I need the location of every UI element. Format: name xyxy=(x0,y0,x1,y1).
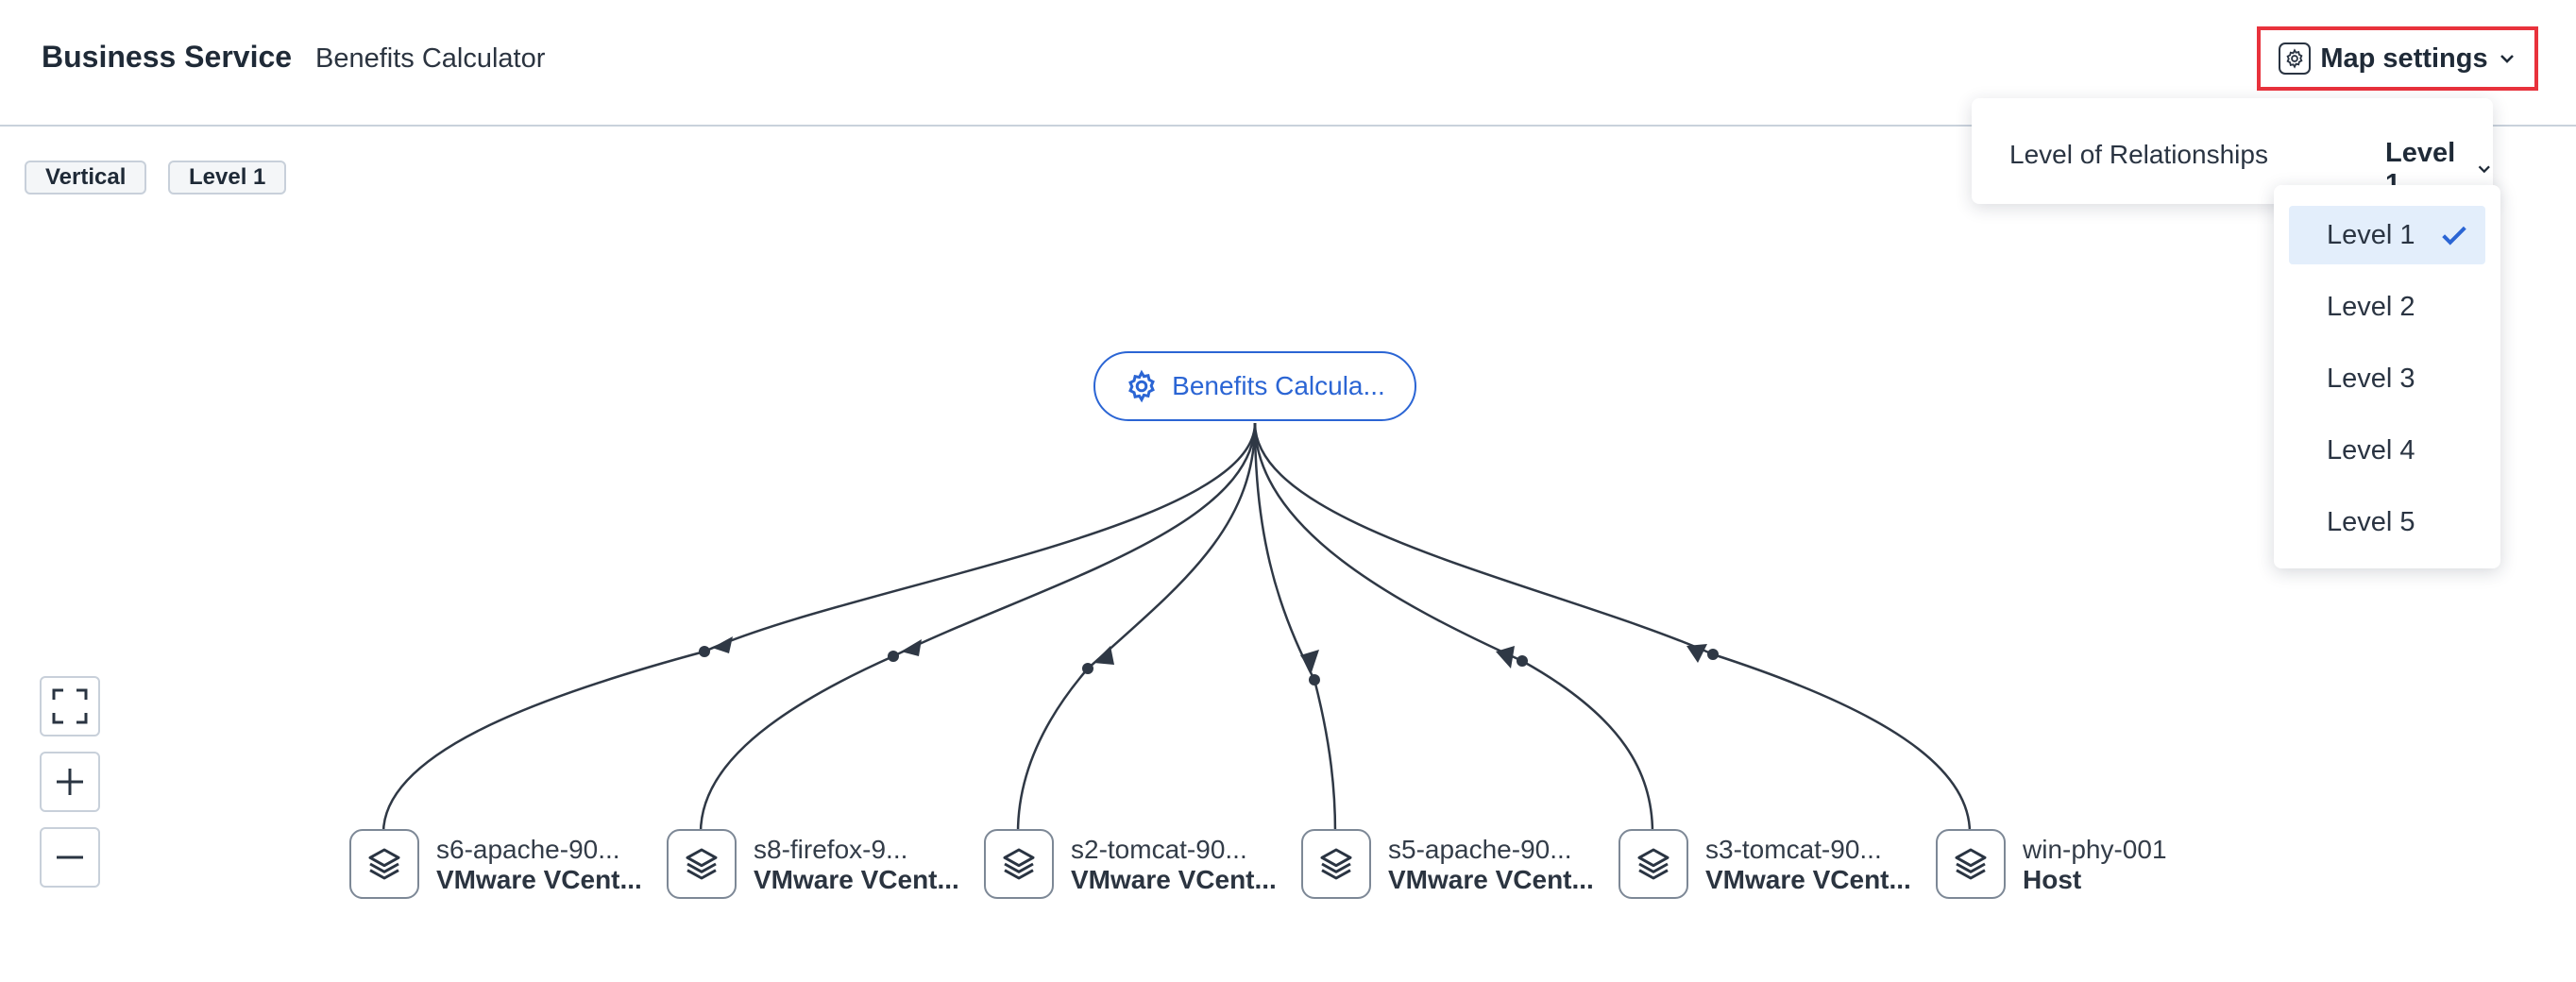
level-option-label: Level 3 xyxy=(2327,363,2415,394)
relationship-level-select[interactable]: Level 1 xyxy=(2385,138,2493,200)
node-type: VMware VCent... xyxy=(436,865,642,894)
node-type: VMware VCent... xyxy=(1071,865,1277,894)
fit-to-screen-button[interactable] xyxy=(40,676,100,736)
node-name[interactable]: s6-apache-90... xyxy=(436,835,620,864)
root-node-label: Benefits Calcula... xyxy=(1172,371,1385,400)
level-option[interactable]: Level 1 xyxy=(2289,206,2485,264)
node-type: VMware VCent... xyxy=(1705,865,1911,894)
layers-icon[interactable] xyxy=(1301,829,1371,899)
layers-icon[interactable] xyxy=(1936,829,2006,899)
page-title: Business Service xyxy=(42,40,293,74)
gear-icon xyxy=(1128,369,1156,403)
level-option-label: Level 5 xyxy=(2327,506,2415,537)
chevron-down-icon xyxy=(2500,55,2514,63)
zoom-out-icon xyxy=(57,855,83,859)
check-icon xyxy=(2442,226,2466,246)
map-settings-panel: Level of Relationships Level 1 xyxy=(1972,98,2493,204)
layers-icon[interactable] xyxy=(1618,829,1688,899)
level-option-label: Level 1 xyxy=(2327,219,2415,250)
relationship-level-value: Level 1 xyxy=(2385,138,2456,199)
map-settings-label: Map settings xyxy=(2320,42,2488,74)
page-header: Business Service Benefits Calculator Map… xyxy=(0,0,2576,127)
map-settings-button[interactable]: Map settings xyxy=(2257,26,2538,91)
zoom-in-button[interactable] xyxy=(40,752,100,812)
zoom-out-button[interactable] xyxy=(40,827,100,888)
level-dropdown-menu: Level 1 Level 2 Level 3 Level 4 Level 5 xyxy=(2274,185,2500,568)
service-name: Benefits Calculator xyxy=(315,43,546,74)
level-option-label: Level 2 xyxy=(2327,291,2415,322)
node-name[interactable]: s3-tomcat-90... xyxy=(1705,835,1882,864)
level-option[interactable]: Level 4 xyxy=(2289,421,2485,480)
node-name[interactable]: s5-apache-90... xyxy=(1388,835,1572,864)
layers-icon[interactable] xyxy=(667,829,737,899)
level-option[interactable]: Level 3 xyxy=(2289,349,2485,408)
level-option-label: Level 4 xyxy=(2327,434,2415,466)
level-chip: Level 1 xyxy=(168,161,287,195)
layers-icon[interactable] xyxy=(984,829,1054,899)
layout-chip: Vertical xyxy=(25,161,147,195)
zoom-in-icon xyxy=(57,769,83,795)
node-type: VMware VCent... xyxy=(754,865,959,894)
gear-icon xyxy=(2279,42,2312,75)
level-option[interactable]: Level 2 xyxy=(2289,278,2485,336)
node-name[interactable]: s2-tomcat-90... xyxy=(1071,835,1247,864)
fit-to-screen-icon xyxy=(52,688,88,724)
chevron-down-icon xyxy=(2479,165,2491,174)
node-name[interactable]: win-phy-001 xyxy=(2023,835,2167,864)
level-option[interactable]: Level 5 xyxy=(2289,493,2485,551)
node-name[interactable]: s8-firefox-9... xyxy=(754,835,908,864)
root-node-benefits-calculator[interactable]: Benefits Calcula... xyxy=(1093,351,1416,421)
relationship-level-label: Level of Relationships xyxy=(2009,140,2268,169)
layers-icon[interactable] xyxy=(349,829,419,899)
node-type: VMware VCent... xyxy=(1388,865,1594,894)
node-type: Host xyxy=(2023,865,2082,894)
